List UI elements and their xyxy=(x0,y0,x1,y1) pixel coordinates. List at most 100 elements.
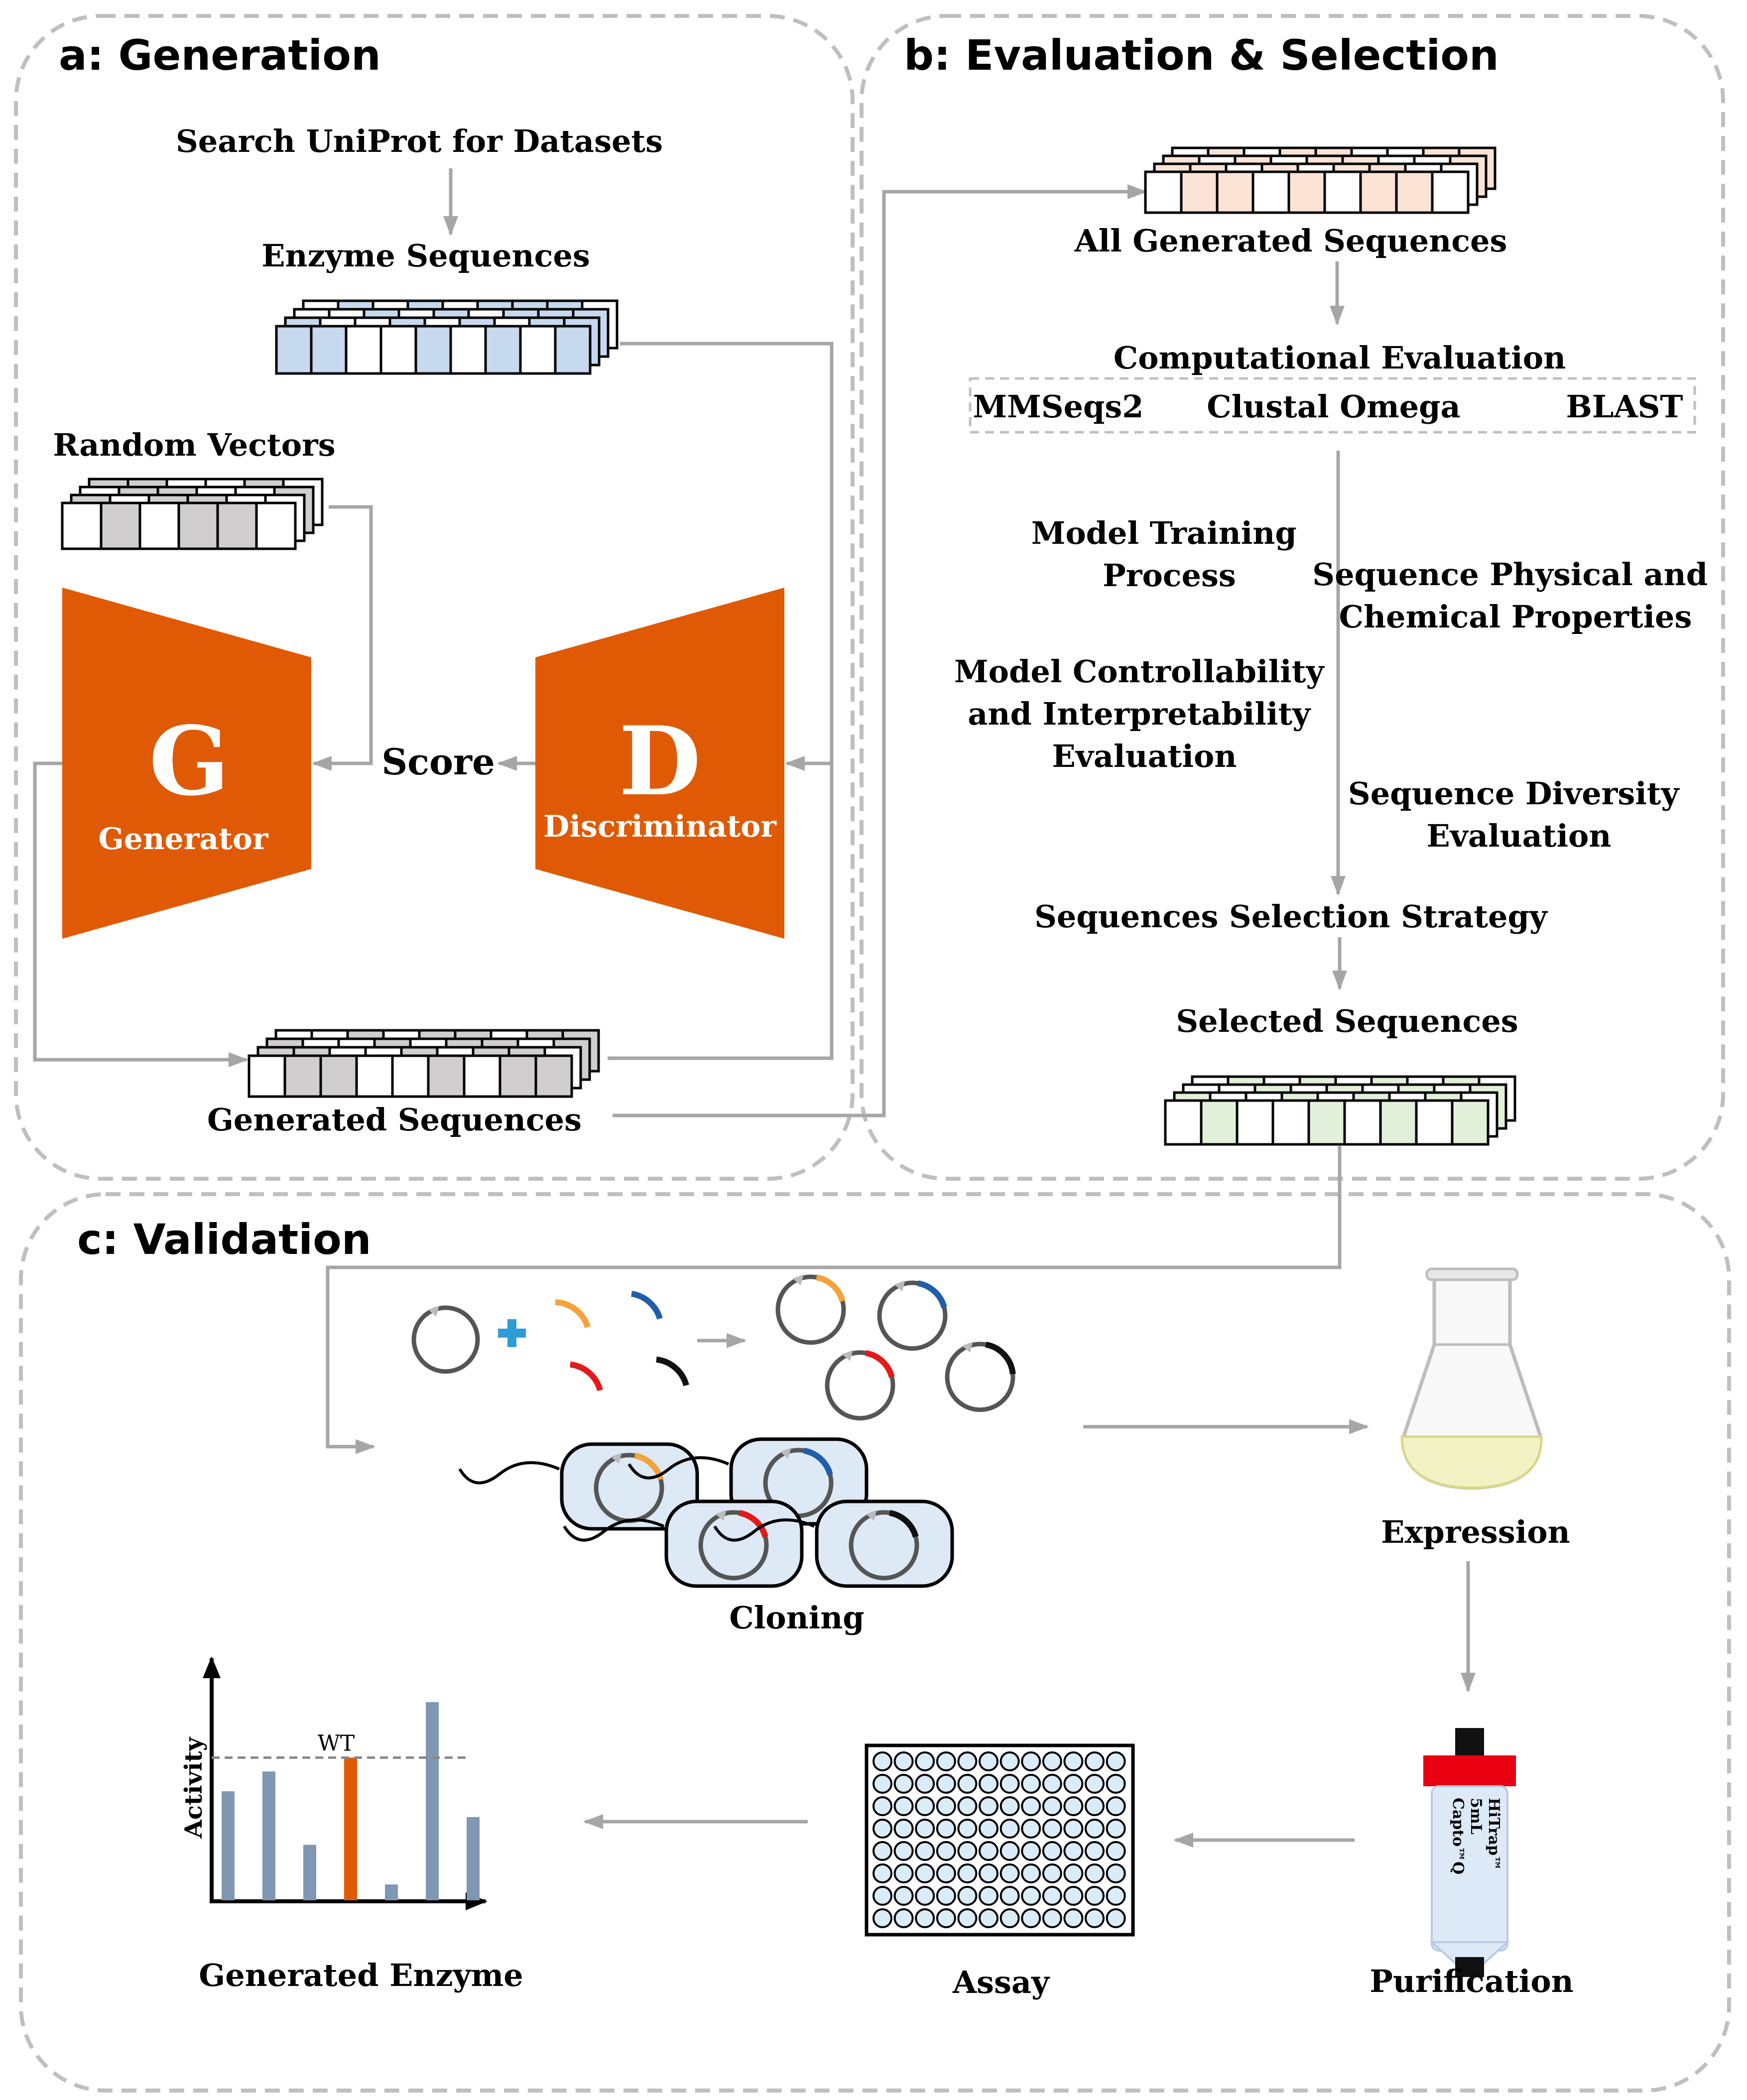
assay-well xyxy=(957,1863,978,1883)
sequence-cell xyxy=(484,325,522,375)
assay-well xyxy=(957,1886,978,1906)
plasmid-origin-marker xyxy=(715,1510,727,1521)
sequence-cell xyxy=(414,325,452,375)
assay-well xyxy=(915,1751,935,1771)
assay-well xyxy=(1021,1751,1041,1771)
assay-well xyxy=(873,1751,892,1771)
sequence-cell xyxy=(100,501,141,550)
assay-well xyxy=(873,1908,892,1928)
sequence-cell xyxy=(355,1054,394,1098)
sequence-cell xyxy=(1431,170,1470,214)
recombinant-plasmids xyxy=(775,1274,1016,1421)
plasmid-orange-icon xyxy=(775,1274,846,1345)
sequence-cell xyxy=(519,325,557,375)
plasmid-insert xyxy=(816,1274,846,1302)
selected-sequences-label: Selected Sequences xyxy=(1176,1003,1518,1039)
assay-well xyxy=(999,1841,1020,1861)
sequence-cell xyxy=(554,325,592,375)
sequence-cell xyxy=(463,1054,501,1098)
assay-well xyxy=(957,1908,978,1928)
panel-a-letter: a xyxy=(59,31,87,80)
plasmid-origin-marker xyxy=(780,1448,791,1459)
purification-column-icon xyxy=(1423,1728,1516,1975)
assay-well xyxy=(936,1751,956,1771)
sequence-cell xyxy=(391,1054,430,1098)
assay-plate-icon xyxy=(865,1743,1135,1937)
panel-b-border xyxy=(860,14,1725,1181)
discriminator-shape xyxy=(535,588,784,939)
sequence-cell xyxy=(1379,1099,1418,1146)
plasmid-insert xyxy=(803,1448,833,1476)
plasmid-origin-icon xyxy=(428,1306,439,1317)
column-label-line-3: Capto™Q xyxy=(1449,1798,1467,1874)
sequence-cell xyxy=(283,1054,322,1098)
assay-well xyxy=(1042,1863,1062,1883)
connector-generator-to-generated xyxy=(33,761,249,1067)
flagellum xyxy=(713,1518,815,1542)
assay-well xyxy=(957,1796,978,1816)
sequence-cell xyxy=(449,325,487,375)
assay-well xyxy=(936,1908,956,1928)
insert-black-icon xyxy=(656,1357,689,1386)
discriminator-label: Discriminator xyxy=(543,809,777,844)
plus-icon xyxy=(498,1319,526,1347)
activity-axis-label: Activity xyxy=(180,1736,208,1839)
model-controllability-line-3: Evaluation xyxy=(1052,738,1237,774)
generated-sequences-label: Generated Sequences xyxy=(207,1102,582,1138)
assay-well xyxy=(999,1908,1020,1928)
assay-well xyxy=(1021,1796,1041,1816)
cell-black-icon xyxy=(815,1499,954,1588)
assay-well xyxy=(873,1841,892,1861)
sequence-cell xyxy=(1451,1099,1490,1146)
assay-well xyxy=(1106,1841,1126,1861)
assay-well xyxy=(915,1774,935,1794)
flagellum xyxy=(458,1461,560,1484)
assay-well xyxy=(957,1819,978,1839)
assay-well xyxy=(999,1751,1020,1771)
selected-sequences-stack xyxy=(1164,1075,1516,1146)
assay-well xyxy=(893,1863,914,1883)
assay-well xyxy=(999,1863,1020,1883)
all-generated-stack xyxy=(1144,146,1497,214)
assay-well xyxy=(1106,1819,1126,1839)
assay-well xyxy=(1063,1796,1084,1816)
assay-well xyxy=(936,1796,956,1816)
assay-well xyxy=(999,1774,1020,1794)
assay-well xyxy=(1042,1886,1062,1906)
panel-c-letter: c xyxy=(77,1215,102,1264)
assay-well xyxy=(1042,1774,1062,1794)
score-label: Score xyxy=(381,741,495,783)
plasmid-insert xyxy=(889,1510,919,1538)
assay-well xyxy=(893,1774,914,1794)
panel-a-title: a: Generation xyxy=(59,31,381,80)
enzyme-sequences-label: Enzyme Sequences xyxy=(261,238,590,274)
assay-well xyxy=(915,1819,935,1839)
model-training-line-2: Process xyxy=(1103,557,1236,594)
sequence-cell xyxy=(177,501,219,550)
column-label: HiTrap™ 5mL Capto™Q xyxy=(1449,1798,1502,1876)
assay-well xyxy=(979,1751,998,1771)
assay-well xyxy=(936,1886,956,1906)
sequence-cell xyxy=(1395,170,1434,214)
assay-well xyxy=(979,1841,998,1861)
assay-well xyxy=(1106,1863,1126,1883)
assay-well xyxy=(1106,1774,1126,1794)
assay-well xyxy=(915,1886,935,1906)
tools-box xyxy=(969,377,1696,434)
enzyme-sequences-stack xyxy=(275,299,619,375)
assay-well xyxy=(1106,1796,1126,1816)
assay-well xyxy=(1085,1819,1105,1839)
assay-well xyxy=(979,1863,998,1883)
cell-orange-icon xyxy=(560,1442,699,1531)
assay-well xyxy=(1085,1774,1105,1794)
chart-bar xyxy=(467,1817,480,1900)
sequence-cell xyxy=(1343,1099,1382,1146)
generator-label: Generator xyxy=(98,822,268,857)
panel-c-title-text: : Validation xyxy=(102,1215,372,1264)
plasmid-insert xyxy=(739,1510,768,1538)
assay-well xyxy=(1106,1908,1126,1928)
column-outlet-cap xyxy=(1455,1957,1484,1977)
panel-a-border xyxy=(14,14,855,1181)
assay-well xyxy=(1021,1819,1041,1839)
